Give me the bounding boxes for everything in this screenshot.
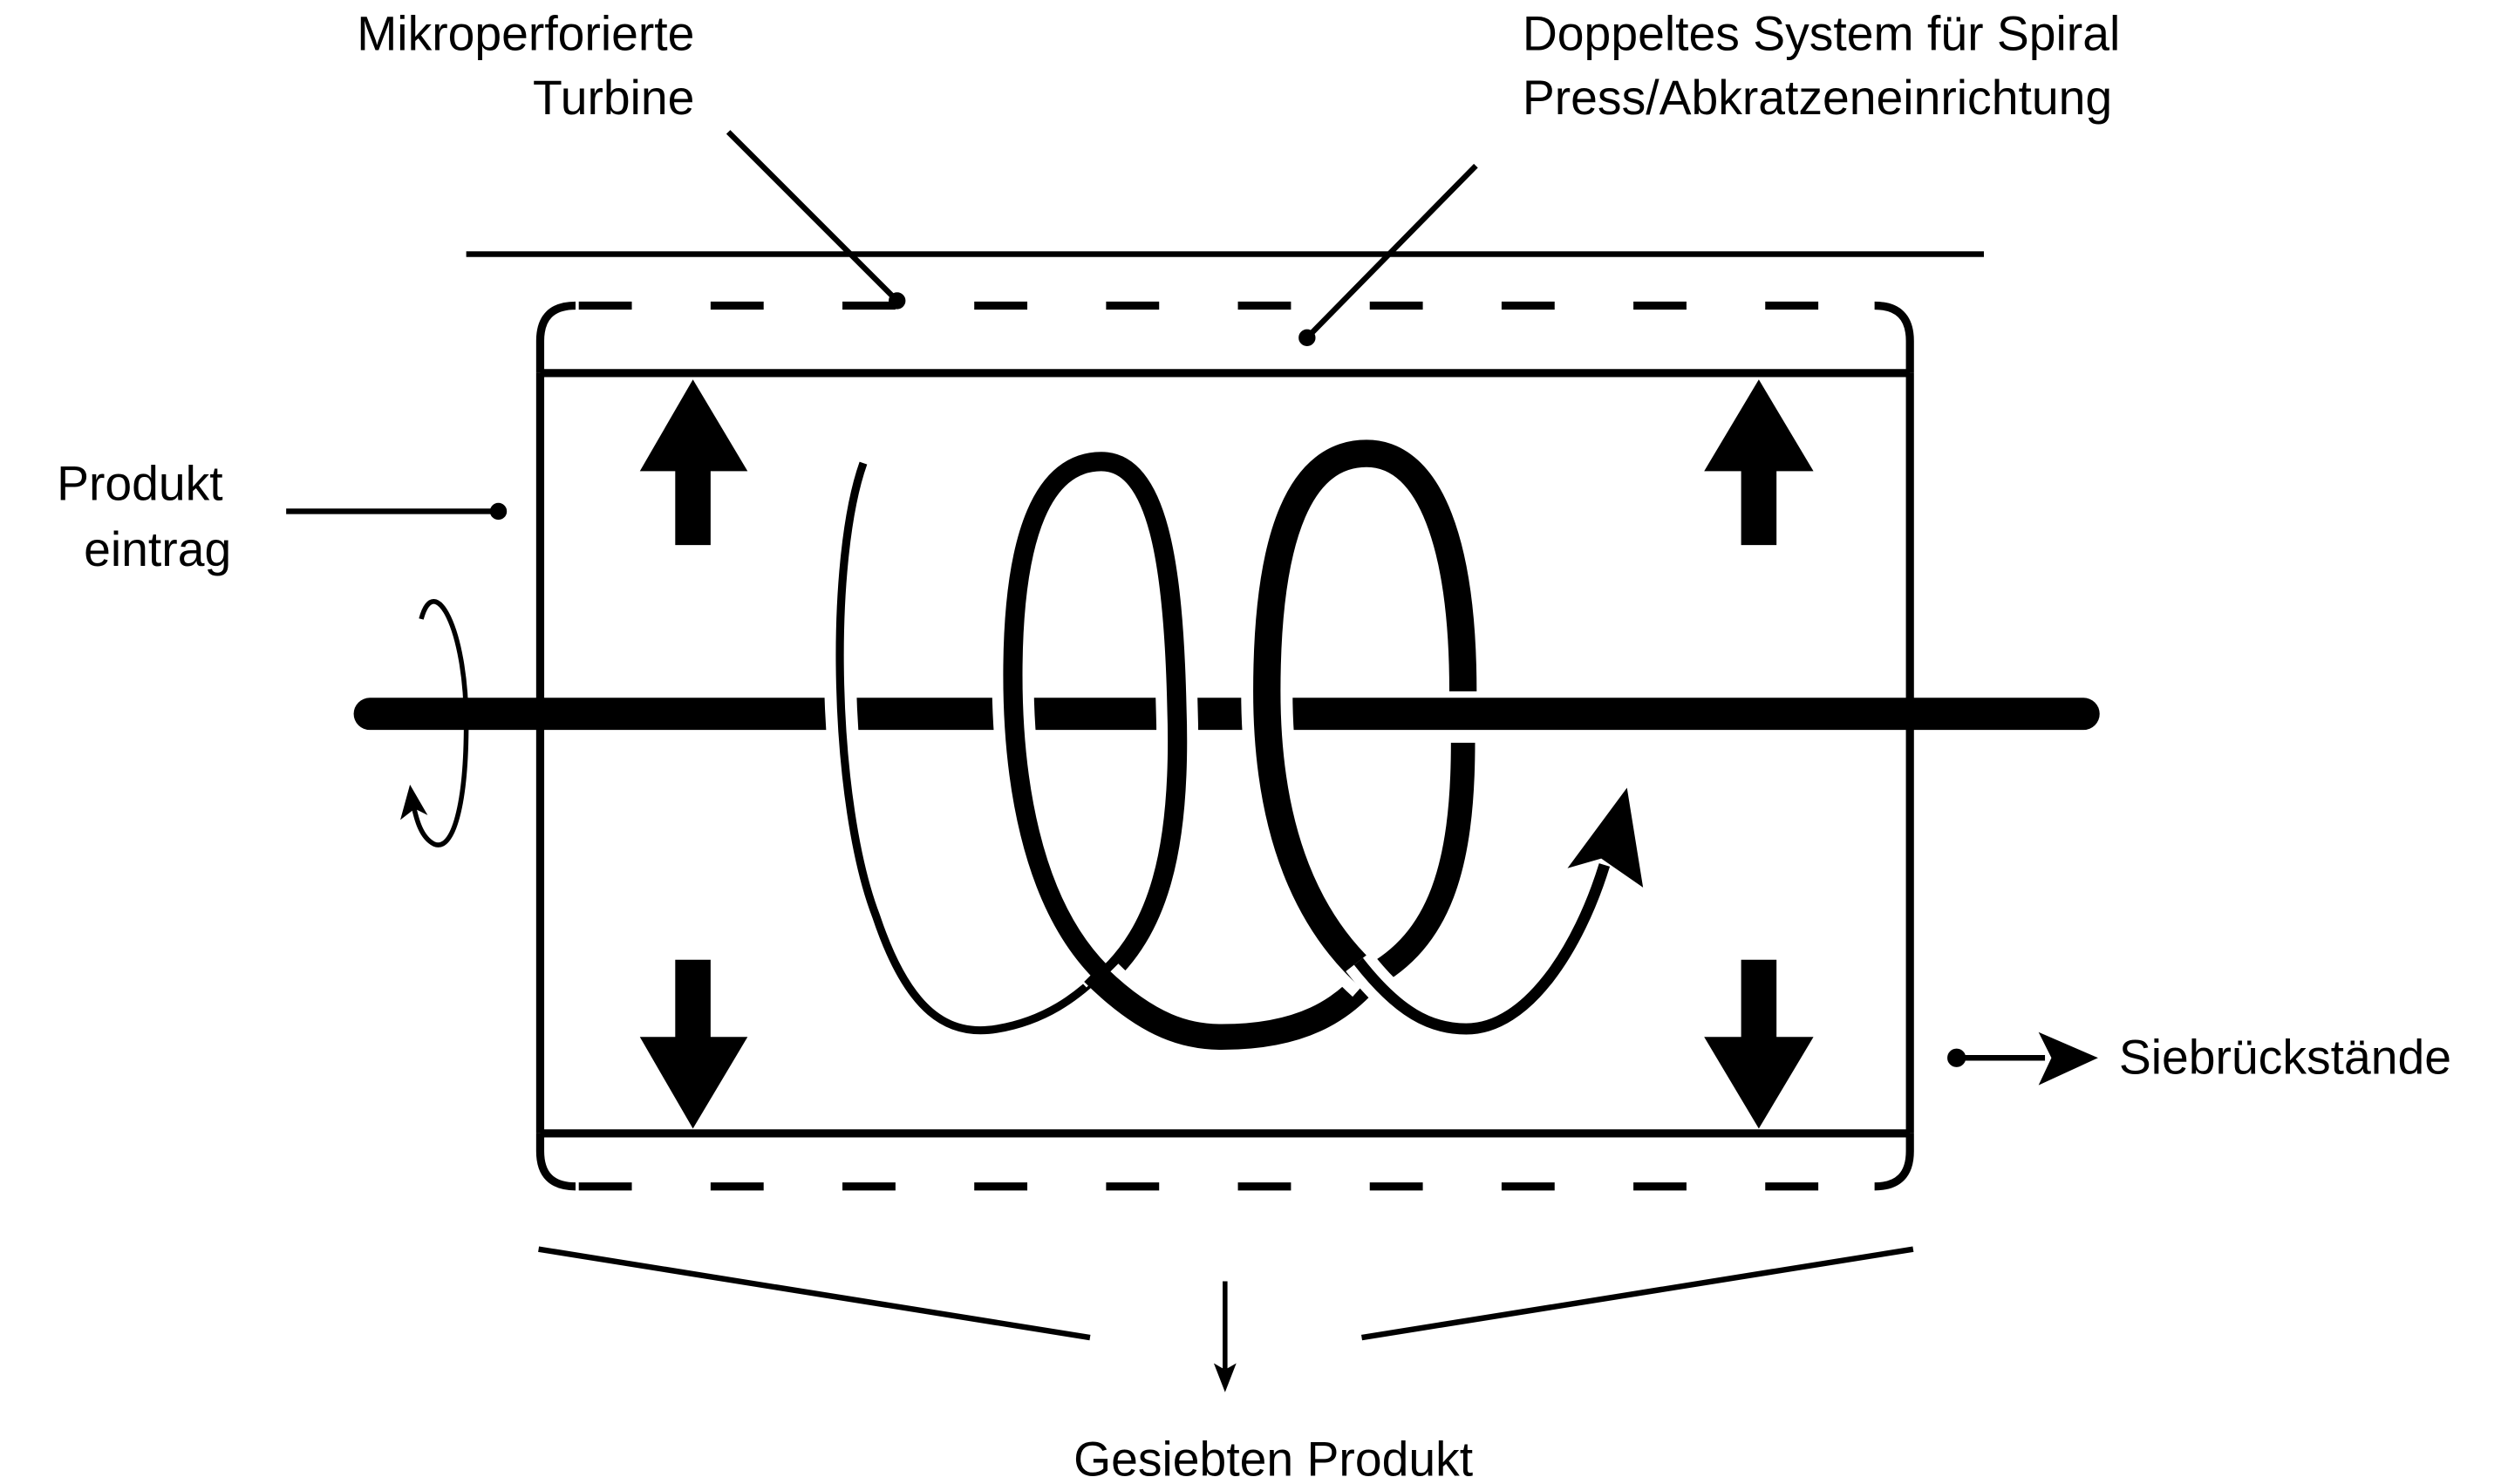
label-output: Gesiebten Produkt: [1073, 1433, 1473, 1484]
output-arrowhead: [1213, 1363, 1237, 1392]
residue-arrowhead: [2038, 1031, 2098, 1086]
arrow-down-left: [639, 959, 748, 1129]
spiral-loop-1: [1003, 452, 1188, 989]
label-inlet-2: eintrag: [84, 522, 231, 576]
arrow-up-left: [639, 379, 748, 546]
leader-inlet-dot: [489, 502, 508, 521]
leader-turbine: [726, 130, 900, 303]
housing-bottom-right-corner: [1874, 1133, 1914, 1191]
label-inlet-1: Produkt: [57, 457, 223, 511]
residue-dot: [1947, 1048, 1966, 1067]
label-residue: Siebrückstände: [2119, 1031, 2451, 1085]
leader-spiral-dot: [1298, 329, 1316, 347]
rotation-arrowhead: [400, 784, 428, 820]
label-turbine-1: Mikroperforierte: [357, 6, 694, 60]
housing-top-left-corner: [535, 301, 576, 373]
label-spiral-2: Press/Abkratzeneinrichtung: [1523, 71, 2112, 125]
leader-turbine-dot: [889, 292, 906, 310]
spiral-arrowhead: [1567, 787, 1644, 888]
label-spiral-1: Doppeltes System für Spiral: [1523, 6, 2120, 60]
spiral-end: [1353, 863, 1611, 1035]
label-turbine-2: Turbine: [533, 71, 694, 125]
funnel-right: [1361, 1246, 1914, 1341]
housing-top-right-corner: [1874, 301, 1914, 373]
spiral-loop-2: [1253, 439, 1477, 988]
arrow-down-right: [1704, 959, 1814, 1129]
leader-spiral: [1305, 163, 1478, 340]
spiral-bottom-arc: [1084, 963, 1380, 1051]
spiral-start: [835, 461, 1105, 1035]
funnel-left: [538, 1246, 1091, 1341]
spiral-loop-2-lower: [1363, 742, 1475, 989]
rotation-arrow-icon: [411, 599, 469, 848]
arrow-up-right: [1704, 379, 1814, 546]
housing-bottom-left-corner: [535, 1133, 576, 1191]
